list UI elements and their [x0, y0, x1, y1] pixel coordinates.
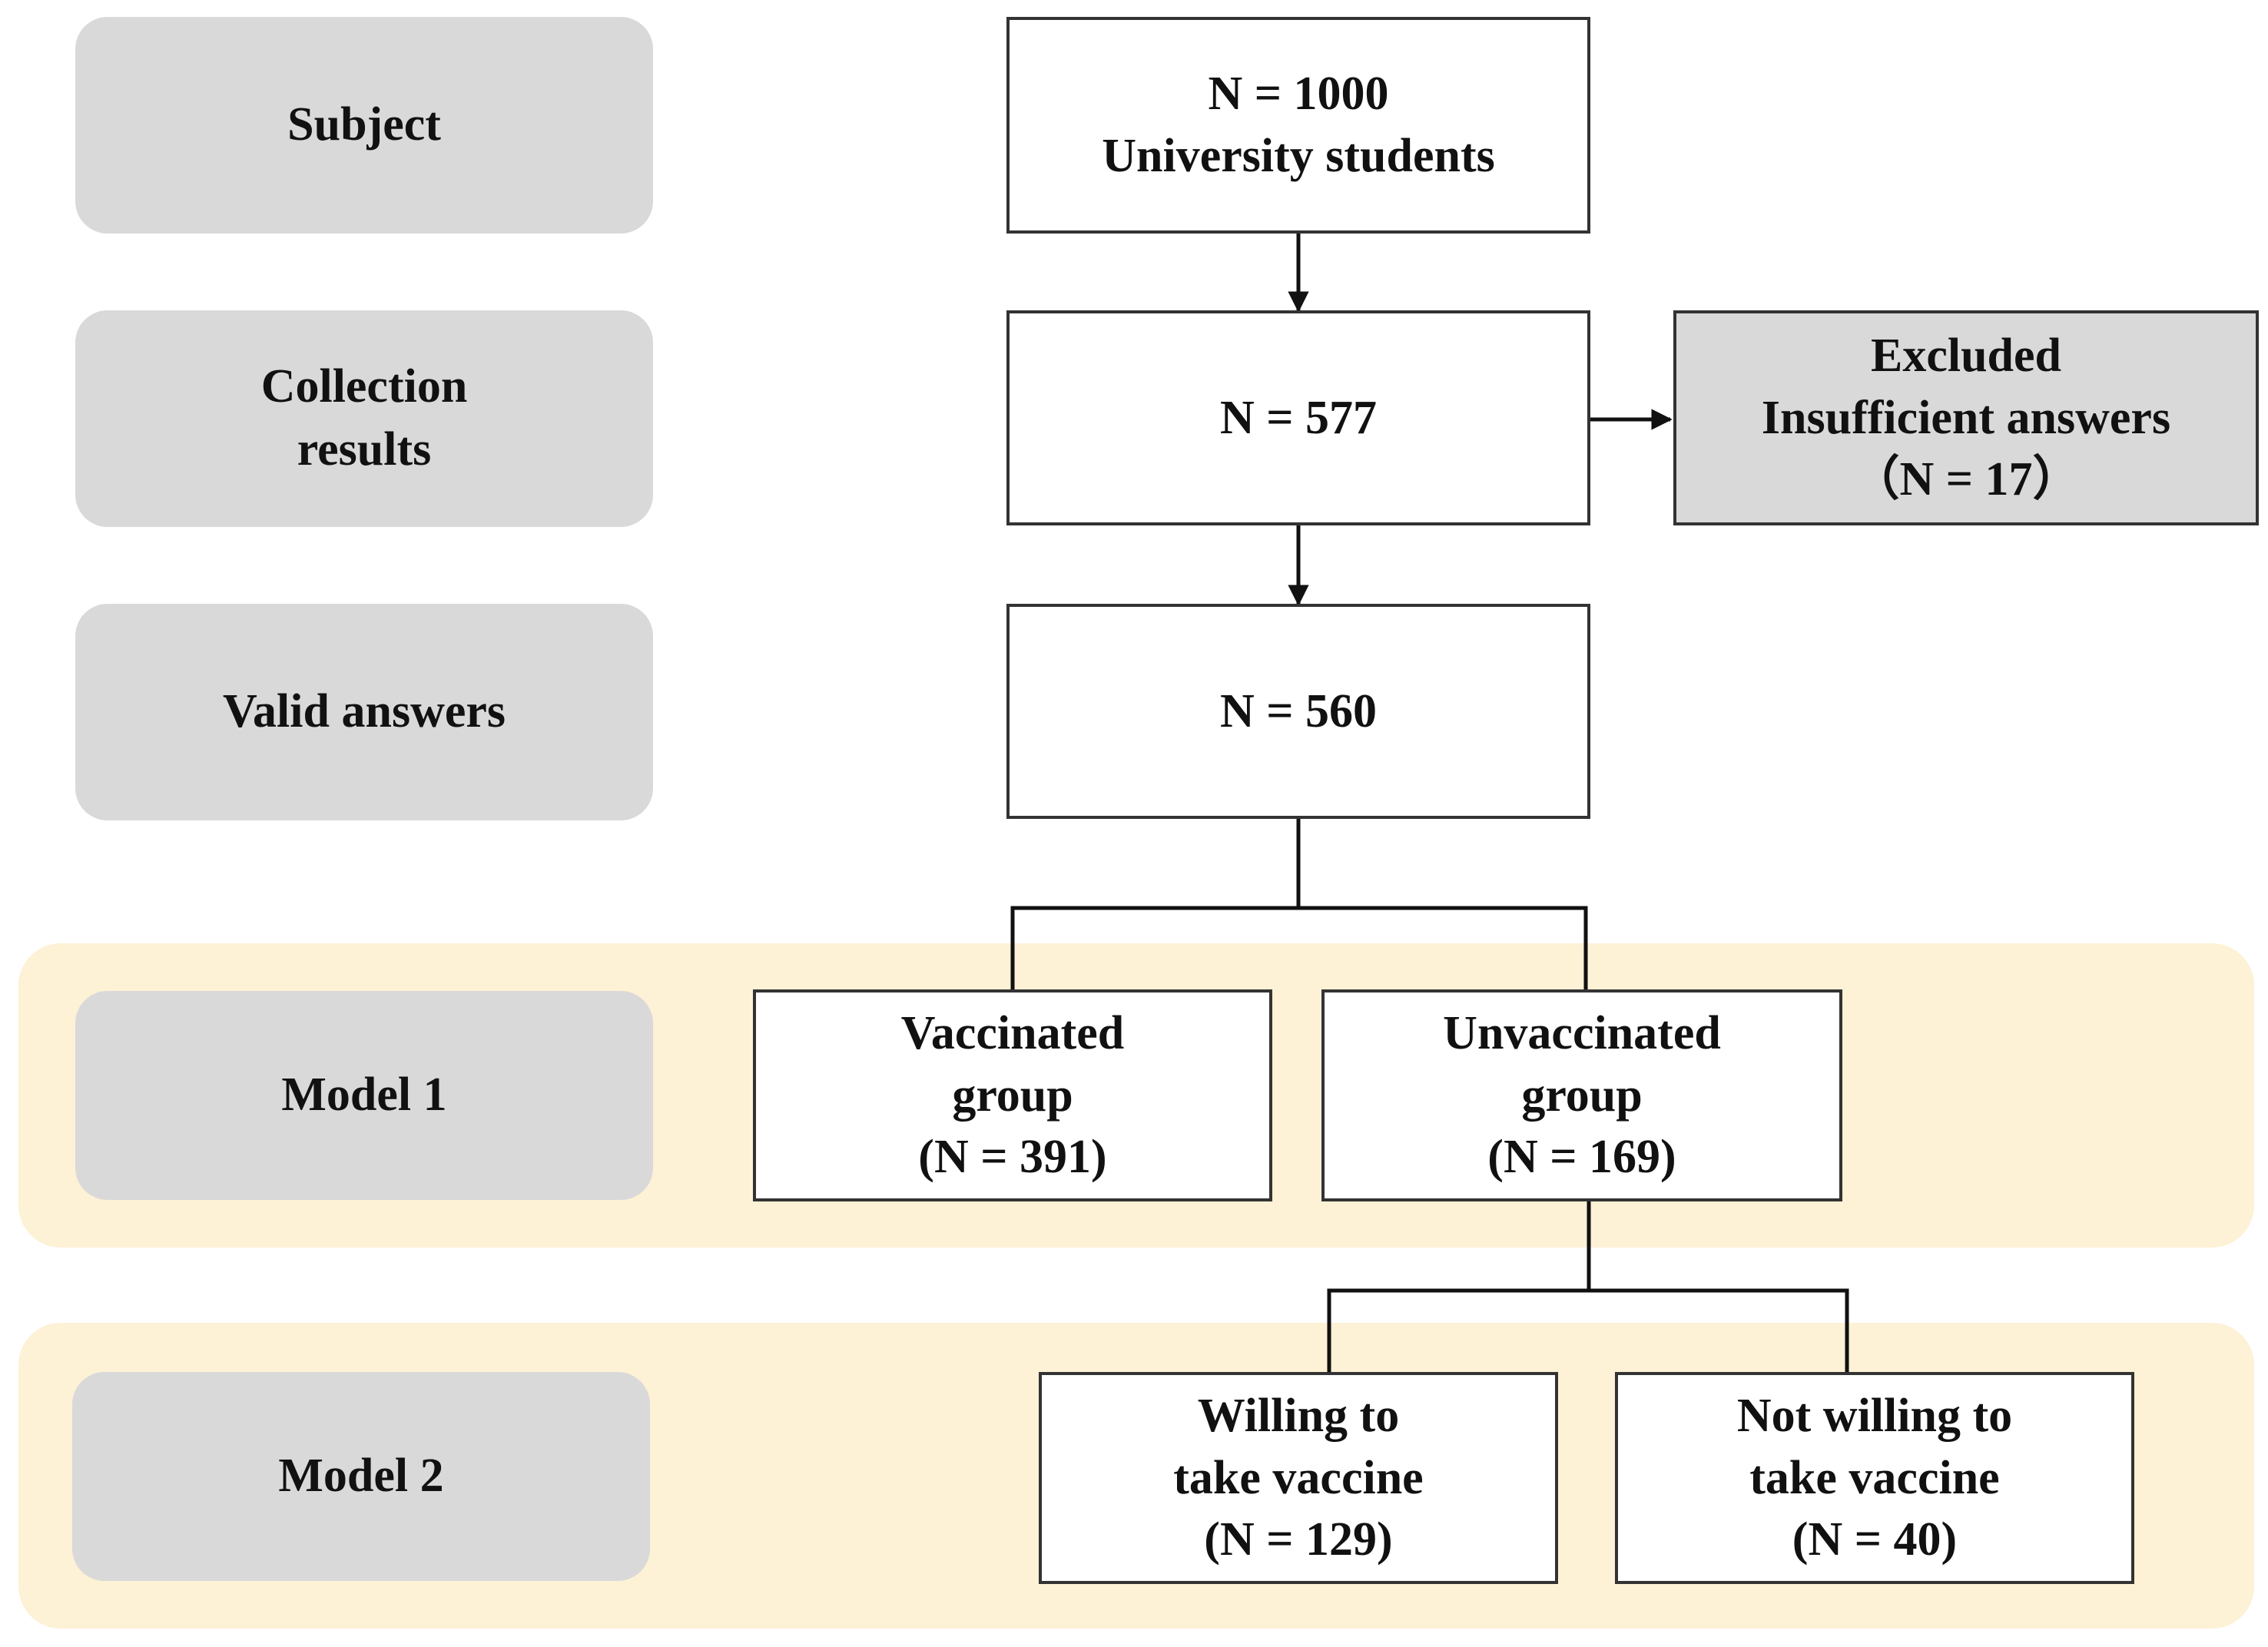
stage-model2-line: Model 2: [278, 1450, 444, 1503]
stage-collection-results: Collection results: [75, 310, 653, 527]
unvaccinated-line-3: (N = 169): [1487, 1131, 1676, 1184]
collected-box: N = 577: [1006, 310, 1590, 525]
stage-collection-line-2: results: [297, 423, 432, 476]
vaccinated-group-box: Vaccinated group (N = 391): [753, 989, 1272, 1201]
excluded-line-3: （N = 17）: [1852, 453, 2081, 506]
valid-answers-box: N = 560: [1006, 604, 1590, 819]
unvaccinated-group-box: Unvaccinated group (N = 169): [1321, 989, 1842, 1201]
total-line-2: University students: [1102, 130, 1495, 182]
excluded-line-2: Insufficient answers: [1761, 391, 2171, 444]
stage-subject-line: Subject: [287, 98, 441, 151]
split-valid-horizontal: [1010, 906, 1588, 991]
stage-model-1: Model 1: [75, 991, 653, 1200]
unvaccinated-line-2: group: [1521, 1069, 1643, 1122]
total-line-1: N = 1000: [1208, 68, 1389, 121]
vaccinated-line-3: (N = 391): [918, 1131, 1107, 1184]
stage-model-2: Model 2: [72, 1372, 650, 1581]
vaccinated-line-2: group: [952, 1069, 1073, 1122]
willing-line-2: take vaccine: [1173, 1451, 1424, 1504]
not-willing-box: Not willing to take vaccine (N = 40): [1615, 1372, 2134, 1584]
stage-valid-line: Valid answers: [222, 685, 506, 738]
unvaccinated-line-1: Unvaccinated: [1443, 1007, 1721, 1060]
excluded-box: Excluded Insufficient answers （N = 17）: [1673, 310, 2259, 525]
collected-line: N = 577: [1219, 391, 1378, 444]
stage-subject: Subject: [75, 17, 653, 234]
stage-valid-answers: Valid answers: [75, 604, 653, 820]
stage-collection-line-1: Collection: [260, 360, 468, 413]
valid-line: N = 560: [1219, 684, 1378, 737]
split-unvaccinated-horizontal: [1327, 1288, 1849, 1374]
willing-box: Willing to take vaccine (N = 129): [1039, 1372, 1558, 1584]
not-willing-line-2: take vaccine: [1749, 1451, 2000, 1504]
excluded-line-1: Excluded: [1870, 330, 2062, 383]
not-willing-line-1: Not willing to: [1736, 1390, 2013, 1443]
total-students-box: N = 1000 University students: [1006, 17, 1590, 234]
not-willing-line-3: (N = 40): [1792, 1513, 1958, 1566]
vaccinated-line-1: Vaccinated: [900, 1007, 1125, 1060]
willing-line-1: Willing to: [1197, 1390, 1400, 1443]
willing-line-3: (N = 129): [1204, 1513, 1393, 1566]
stage-model1-line: Model 1: [281, 1069, 447, 1122]
